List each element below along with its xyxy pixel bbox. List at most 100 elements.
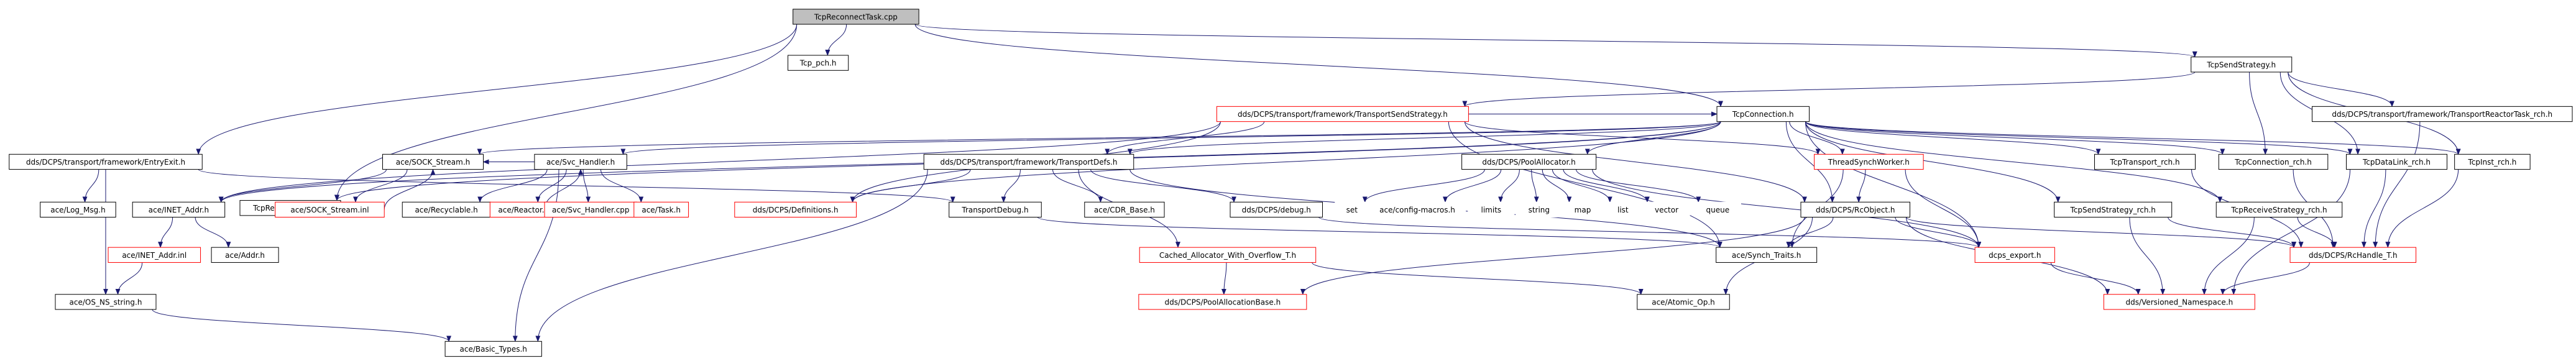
node-definitions[interactable]: dds/DCPS/Definitions.h	[734, 201, 857, 218]
edge-tcp_connection-to-tcp_receive_strategy_rch	[1805, 121, 2223, 203]
node-sock-stream[interactable]: ace/SOCK_Stream.h	[382, 153, 484, 170]
edge-pool_allocator-to-queue	[1576, 169, 1701, 203]
node-versioned-namespace[interactable]: dds/Versioned_Namespace.h	[2103, 294, 2255, 310]
edge-rc_object-to-rc_handle_t	[1906, 217, 2296, 249]
edge-tcp_connection-to-rc_object	[1785, 121, 1835, 203]
node-rc-object[interactable]: dds/DCPS/RcObject.h	[1800, 201, 1910, 218]
node-tcp-transport-rch[interactable]: TcpTransport_rch.h	[2094, 153, 2196, 170]
node-label: vector	[1655, 206, 1678, 214]
node-synch-traits[interactable]: ace/Synch_Traits.h	[1716, 247, 1818, 263]
node-box	[9, 153, 203, 170]
node-box	[1139, 247, 1317, 263]
node-box	[788, 55, 849, 71]
edge-tcp_connection-to-sock_stream	[477, 121, 1721, 155]
node-tcp-receive-strategy-rch[interactable]: TcpReceiveStrategy_rch.h	[2215, 201, 2343, 218]
node-box	[544, 201, 638, 218]
node-transport-defs[interactable]: dds/DCPS/transport/framework/TransportDe…	[923, 153, 1134, 170]
node-label: ace/Reactor.h	[498, 206, 549, 214]
edge-tcp_send_strategy-to-tcp_connection_rch	[2249, 71, 2268, 155]
node-os-ns-string[interactable]: ace/OS_NS_string.h	[55, 294, 157, 310]
node-box	[2346, 153, 2447, 170]
node-box	[949, 201, 1042, 218]
node-label: TcpSendStrategy.h	[2206, 60, 2276, 69]
node-box	[1216, 106, 1469, 122]
node-label: limits	[1481, 206, 1502, 214]
node-transport-send-strategy[interactable]: dds/DCPS/transport/framework/TransportSe…	[1216, 106, 1469, 122]
node-inet-addr[interactable]: ace/INET_Addr.h	[132, 201, 226, 218]
node-pool-allocation-base[interactable]: dds/DCPS/PoolAllocationBase.h	[1138, 294, 1307, 310]
node-tcp-pch[interactable]: Tcp_pch.h	[788, 55, 849, 71]
edge-pool_allocator-to-dcps_export	[1592, 169, 1982, 249]
edge-transport_send_strategy-to-thread_synch_worker	[1464, 121, 1821, 155]
node-thread-synch-worker[interactable]: ThreadSynchWorker.h	[1814, 153, 1924, 170]
node-transport-reactor-task-rch[interactable]: dds/DCPS/transport/framework/TransportRe…	[2312, 106, 2573, 122]
edge-tcp_send_strategy-to-transport_send_strategy	[1462, 71, 2196, 107]
node-label: Cached_Allocator_With_Overflow_T.h	[1159, 251, 1296, 260]
node-dcps-export[interactable]: dcps_export.h	[1974, 247, 2055, 263]
node-tcp-send-strategy[interactable]: TcpSendStrategy.h	[2191, 57, 2293, 73]
edge-rc_object-to-synch_traits	[1786, 217, 1834, 249]
node-tcp-inst-rch[interactable]: TcpInst_rch.h	[2454, 153, 2531, 170]
node-task[interactable]: ace/Task.h	[633, 201, 689, 218]
edge-svc_handler-to-task	[600, 169, 644, 203]
node-box	[2103, 294, 2255, 310]
edge-transport_defs-to-cdr_base	[1052, 169, 1103, 203]
node-limits: limits	[1468, 201, 1515, 218]
node-list: list	[1606, 201, 1640, 218]
node-log-msg[interactable]: ace/Log_Msg.h	[40, 201, 116, 218]
edge-inet_addr-to-inet_addr_inl	[158, 217, 173, 249]
node-box	[382, 153, 484, 170]
node-box	[633, 201, 689, 218]
node-addr[interactable]: ace/Addr.h	[211, 247, 279, 263]
node-cached-allocator[interactable]: Cached_Allocator_With_Overflow_T.h	[1139, 247, 1317, 263]
node-box	[1637, 294, 1730, 310]
node-label: TcpTransport_rch.h	[2109, 158, 2179, 167]
edge-pool_allocator-to-vector	[1563, 169, 1650, 203]
node-svc-handler-cpp[interactable]: ace/Svc_Handler.cpp	[544, 201, 638, 218]
node-entry-exit[interactable]: dds/DCPS/transport/framework/EntryExit.h	[9, 153, 203, 170]
edge-tcp_connection-to-tcp_data_link_rch	[1805, 121, 2353, 155]
node-box	[1468, 201, 1515, 218]
edge-pool_allocator-to-string	[1531, 169, 1539, 203]
edge-tcp_connection-to-svc_handler	[620, 121, 1721, 155]
node-tcp-connection-rch[interactable]: TcpConnection_rch.h	[2218, 153, 2329, 170]
node-rc-handle-t[interactable]: dds/DCPS/RcHandle_T.h	[2289, 247, 2417, 263]
node-pool-allocator[interactable]: dds/DCPS/PoolAllocator.h	[1461, 153, 1597, 170]
edge-tcp_connection-to-tcp_send_strategy_rch	[1805, 121, 2061, 203]
node-sock-stream-inl[interactable]: ace/SOCK_Stream.inl	[275, 201, 385, 218]
edge-pool_allocator-to-list	[1552, 169, 1612, 203]
node-recyclable[interactable]: ace/Recyclable.h	[402, 201, 491, 218]
edge-tcp_connection-to-tcp_connection_rch	[1805, 121, 2225, 155]
node-box	[1974, 247, 2055, 263]
node-label: ace/Recyclable.h	[415, 206, 477, 214]
node-svc-handler[interactable]: ace/Svc_Handler.h	[534, 153, 627, 170]
edge-root-to-entry_exit	[196, 24, 798, 155]
node-label: ace/Svc_Handler.h	[546, 158, 615, 167]
node-tcp-data-link-rch[interactable]: TcpDataLink_rch.h	[2346, 153, 2447, 170]
node-label: dds/DCPS/RcObject.h	[1816, 206, 1895, 214]
edge-tcp_send_strategy_rch-to-versioned_namespace	[2129, 217, 2166, 295]
node-dcps-debug[interactable]: dds/DCPS/debug.h	[1230, 201, 1323, 218]
node-tcp-connection[interactable]: TcpConnection.h	[1716, 106, 1810, 122]
node-basic-types[interactable]: ace/Basic_Types.h	[444, 340, 542, 357]
edge-os_ns_string-to-basic_types	[152, 309, 451, 342]
node-string: string	[1516, 201, 1563, 218]
node-label: TransportDebug.h	[961, 206, 1028, 214]
node-label: ThreadSynchWorker.h	[1828, 158, 1910, 167]
node-box	[40, 201, 116, 218]
edge-tcp_receive_strategy_rch-to-versioned_namespace	[2202, 217, 2255, 295]
node-box	[108, 247, 201, 263]
node-root[interactable]: TcpReconnectTask.cpp	[793, 9, 919, 25]
node-label: dcps_export.h	[1989, 251, 2041, 260]
node-inet-addr-inl[interactable]: ace/INET_Addr.inl	[108, 247, 201, 263]
node-label: list	[1617, 206, 1629, 214]
node-transport-debug[interactable]: TransportDebug.h	[949, 201, 1042, 218]
node-label: dds/DCPS/transport/framework/TransportRe…	[2332, 110, 2552, 119]
node-box	[275, 201, 385, 218]
node-atomic-op[interactable]: ace/Atomic_Op.h	[1637, 294, 1730, 310]
edge-svc_handler-to-basic_types	[512, 169, 559, 342]
node-cdr-base[interactable]: ace/CDR_Base.h	[1084, 201, 1165, 218]
node-tcp-send-strategy-rch[interactable]: TcpSendStrategy_rch.h	[2054, 201, 2173, 218]
node-label: dds/DCPS/transport/framework/TransportSe…	[1238, 110, 1448, 119]
